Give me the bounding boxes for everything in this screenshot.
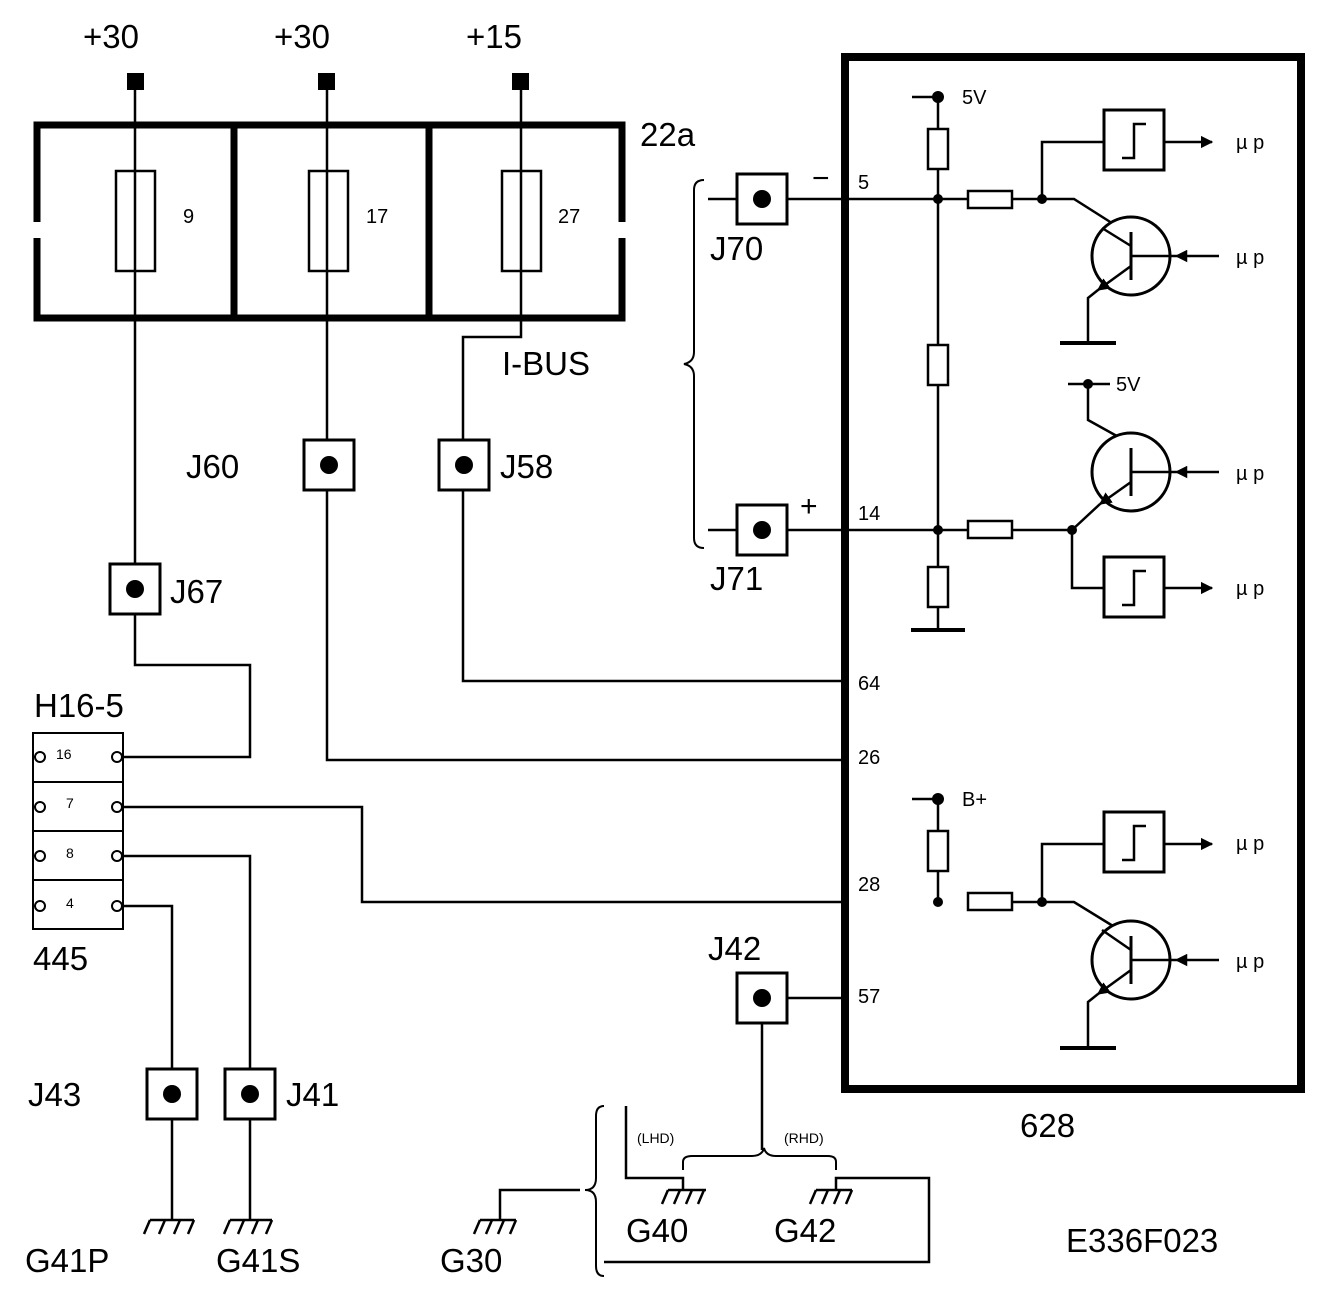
module-pin-28: 28 <box>858 874 880 896</box>
ground-g41s: G41S <box>216 1218 300 1279</box>
fuse-box-label: 22a <box>640 116 696 153</box>
ground-g42-label: G42 <box>774 1212 836 1249</box>
h16-pin-7: 7 <box>66 795 74 811</box>
module-pin-26: 26 <box>858 747 880 769</box>
connector-j43-label: J43 <box>28 1076 81 1113</box>
wires-left <box>121 88 843 1220</box>
ibus-label: I-BUS <box>502 345 590 382</box>
plus-sign: + <box>800 490 818 523</box>
h16-connector: H16-5 16 7 8 4 445 <box>32 687 124 977</box>
connector-j60-label: J60 <box>186 448 239 485</box>
up-label-5: µ p <box>1236 833 1264 855</box>
fuse-number-3: 27 <box>558 206 580 228</box>
ground-g40-label: G40 <box>626 1212 688 1249</box>
connector-j67-label: J67 <box>170 573 223 610</box>
ground-g41p-label: G41P <box>25 1242 109 1279</box>
terminal-3 <box>512 73 529 90</box>
connector-j42-label: J42 <box>708 930 761 967</box>
up-label-3: µ p <box>1236 463 1264 485</box>
ground-g41p: G41P <box>25 1218 196 1279</box>
up-label-6: µ p <box>1236 951 1264 973</box>
supply-label-3: +15 <box>466 18 522 55</box>
minus-sign: − <box>812 162 830 195</box>
vb-label: B+ <box>962 789 987 811</box>
fuse-number-2: 17 <box>366 206 388 228</box>
h16-pin-16: 16 <box>56 746 72 762</box>
terminal-1 <box>127 73 144 90</box>
up-label-1: µ p <box>1236 132 1264 154</box>
ground-group-bottom: G30 G40 G42 (LHD) (RHD) <box>440 1023 931 1279</box>
module-pin-14: 14 <box>858 503 880 525</box>
terminal-2 <box>318 73 335 90</box>
module-pin-57: 57 <box>858 986 880 1008</box>
module-628: 628 5 14 64 26 28 57 − + 5V <box>683 53 1305 1144</box>
doc-code: E336F023 <box>1066 1222 1218 1259</box>
module-label: 628 <box>1020 1107 1075 1144</box>
up-label-2: µ p <box>1236 247 1264 269</box>
rhd-label: (RHD) <box>784 1130 824 1146</box>
vcc-label-2: 5V <box>1116 374 1141 396</box>
fuse-number-1: 9 <box>183 206 194 228</box>
connector-j58-label: J58 <box>500 448 553 485</box>
fuse-17 <box>307 169 350 273</box>
supply-terminals: +30 +30 +15 <box>83 18 529 90</box>
supply-label-1: +30 <box>83 18 139 55</box>
supply-label-2: +30 <box>274 18 330 55</box>
module-pin-5: 5 <box>858 172 869 194</box>
connector-j71-label: J71 <box>710 560 763 597</box>
lhd-label: (LHD) <box>637 1130 674 1146</box>
ground-g30-label: G30 <box>440 1242 502 1279</box>
module-pin-64: 64 <box>858 673 880 695</box>
h16-bottom-label: 445 <box>33 940 88 977</box>
connector-j70-label: J70 <box>710 230 763 267</box>
h16-pin-4: 4 <box>66 895 74 911</box>
up-label-4: µ p <box>1236 578 1264 600</box>
ground-g41s-label: G41S <box>216 1242 300 1279</box>
h16-pin-8: 8 <box>66 845 74 861</box>
connector-j41-label: J41 <box>286 1076 339 1113</box>
vcc-label-1: 5V <box>962 87 987 109</box>
h16-label: H16-5 <box>34 687 124 724</box>
connector-j43 <box>145 1067 199 1121</box>
connectors: J60 J58 J67 J70 J71 J42 J43 J41 <box>28 172 789 1121</box>
